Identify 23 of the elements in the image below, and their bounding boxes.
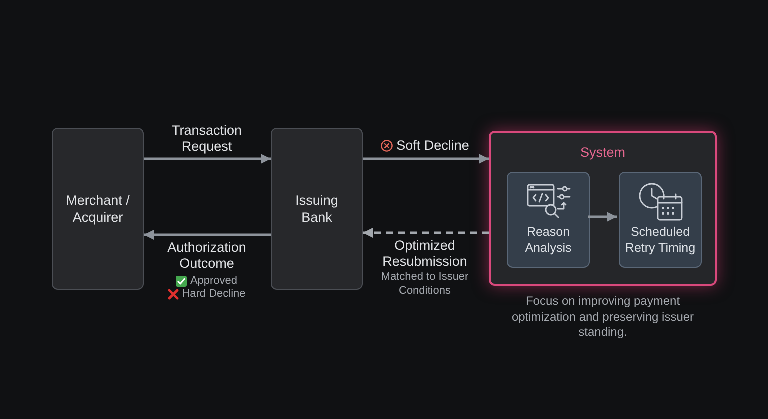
- panel-title: System: [580, 144, 626, 161]
- arrow: [144, 154, 271, 164]
- system-panel: [489, 131, 717, 286]
- edge-label: Soft Decline: [396, 138, 470, 154]
- entity-name: Merchant / Acquirer: [66, 192, 130, 226]
- step-card: [619, 172, 702, 268]
- entity-name: Issuing Bank: [294, 192, 340, 226]
- arrow: [363, 154, 489, 164]
- dashed-arrow: [363, 228, 489, 238]
- step-label: Scheduled Retry Timing: [624, 224, 697, 256]
- status-label: Approved: [190, 274, 238, 288]
- step-card: [507, 172, 590, 268]
- status-label: Hard Decline: [182, 287, 246, 301]
- step-label: Reason Analysis: [524, 224, 573, 256]
- entity-panel: [271, 128, 363, 290]
- caption-text: Focus on improving payment optimization and preserving issuer standing.: [510, 294, 696, 340]
- edge-label: Transaction Request: [170, 123, 244, 155]
- edge-label: Optimized Resubmission: [382, 238, 468, 270]
- note-text: Matched to Issuer Conditions: [380, 270, 470, 298]
- arrow: [144, 230, 271, 240]
- edge-label: Authorization Outcome: [166, 240, 248, 272]
- entity-panel: [52, 128, 144, 290]
- arrow: [588, 212, 617, 222]
